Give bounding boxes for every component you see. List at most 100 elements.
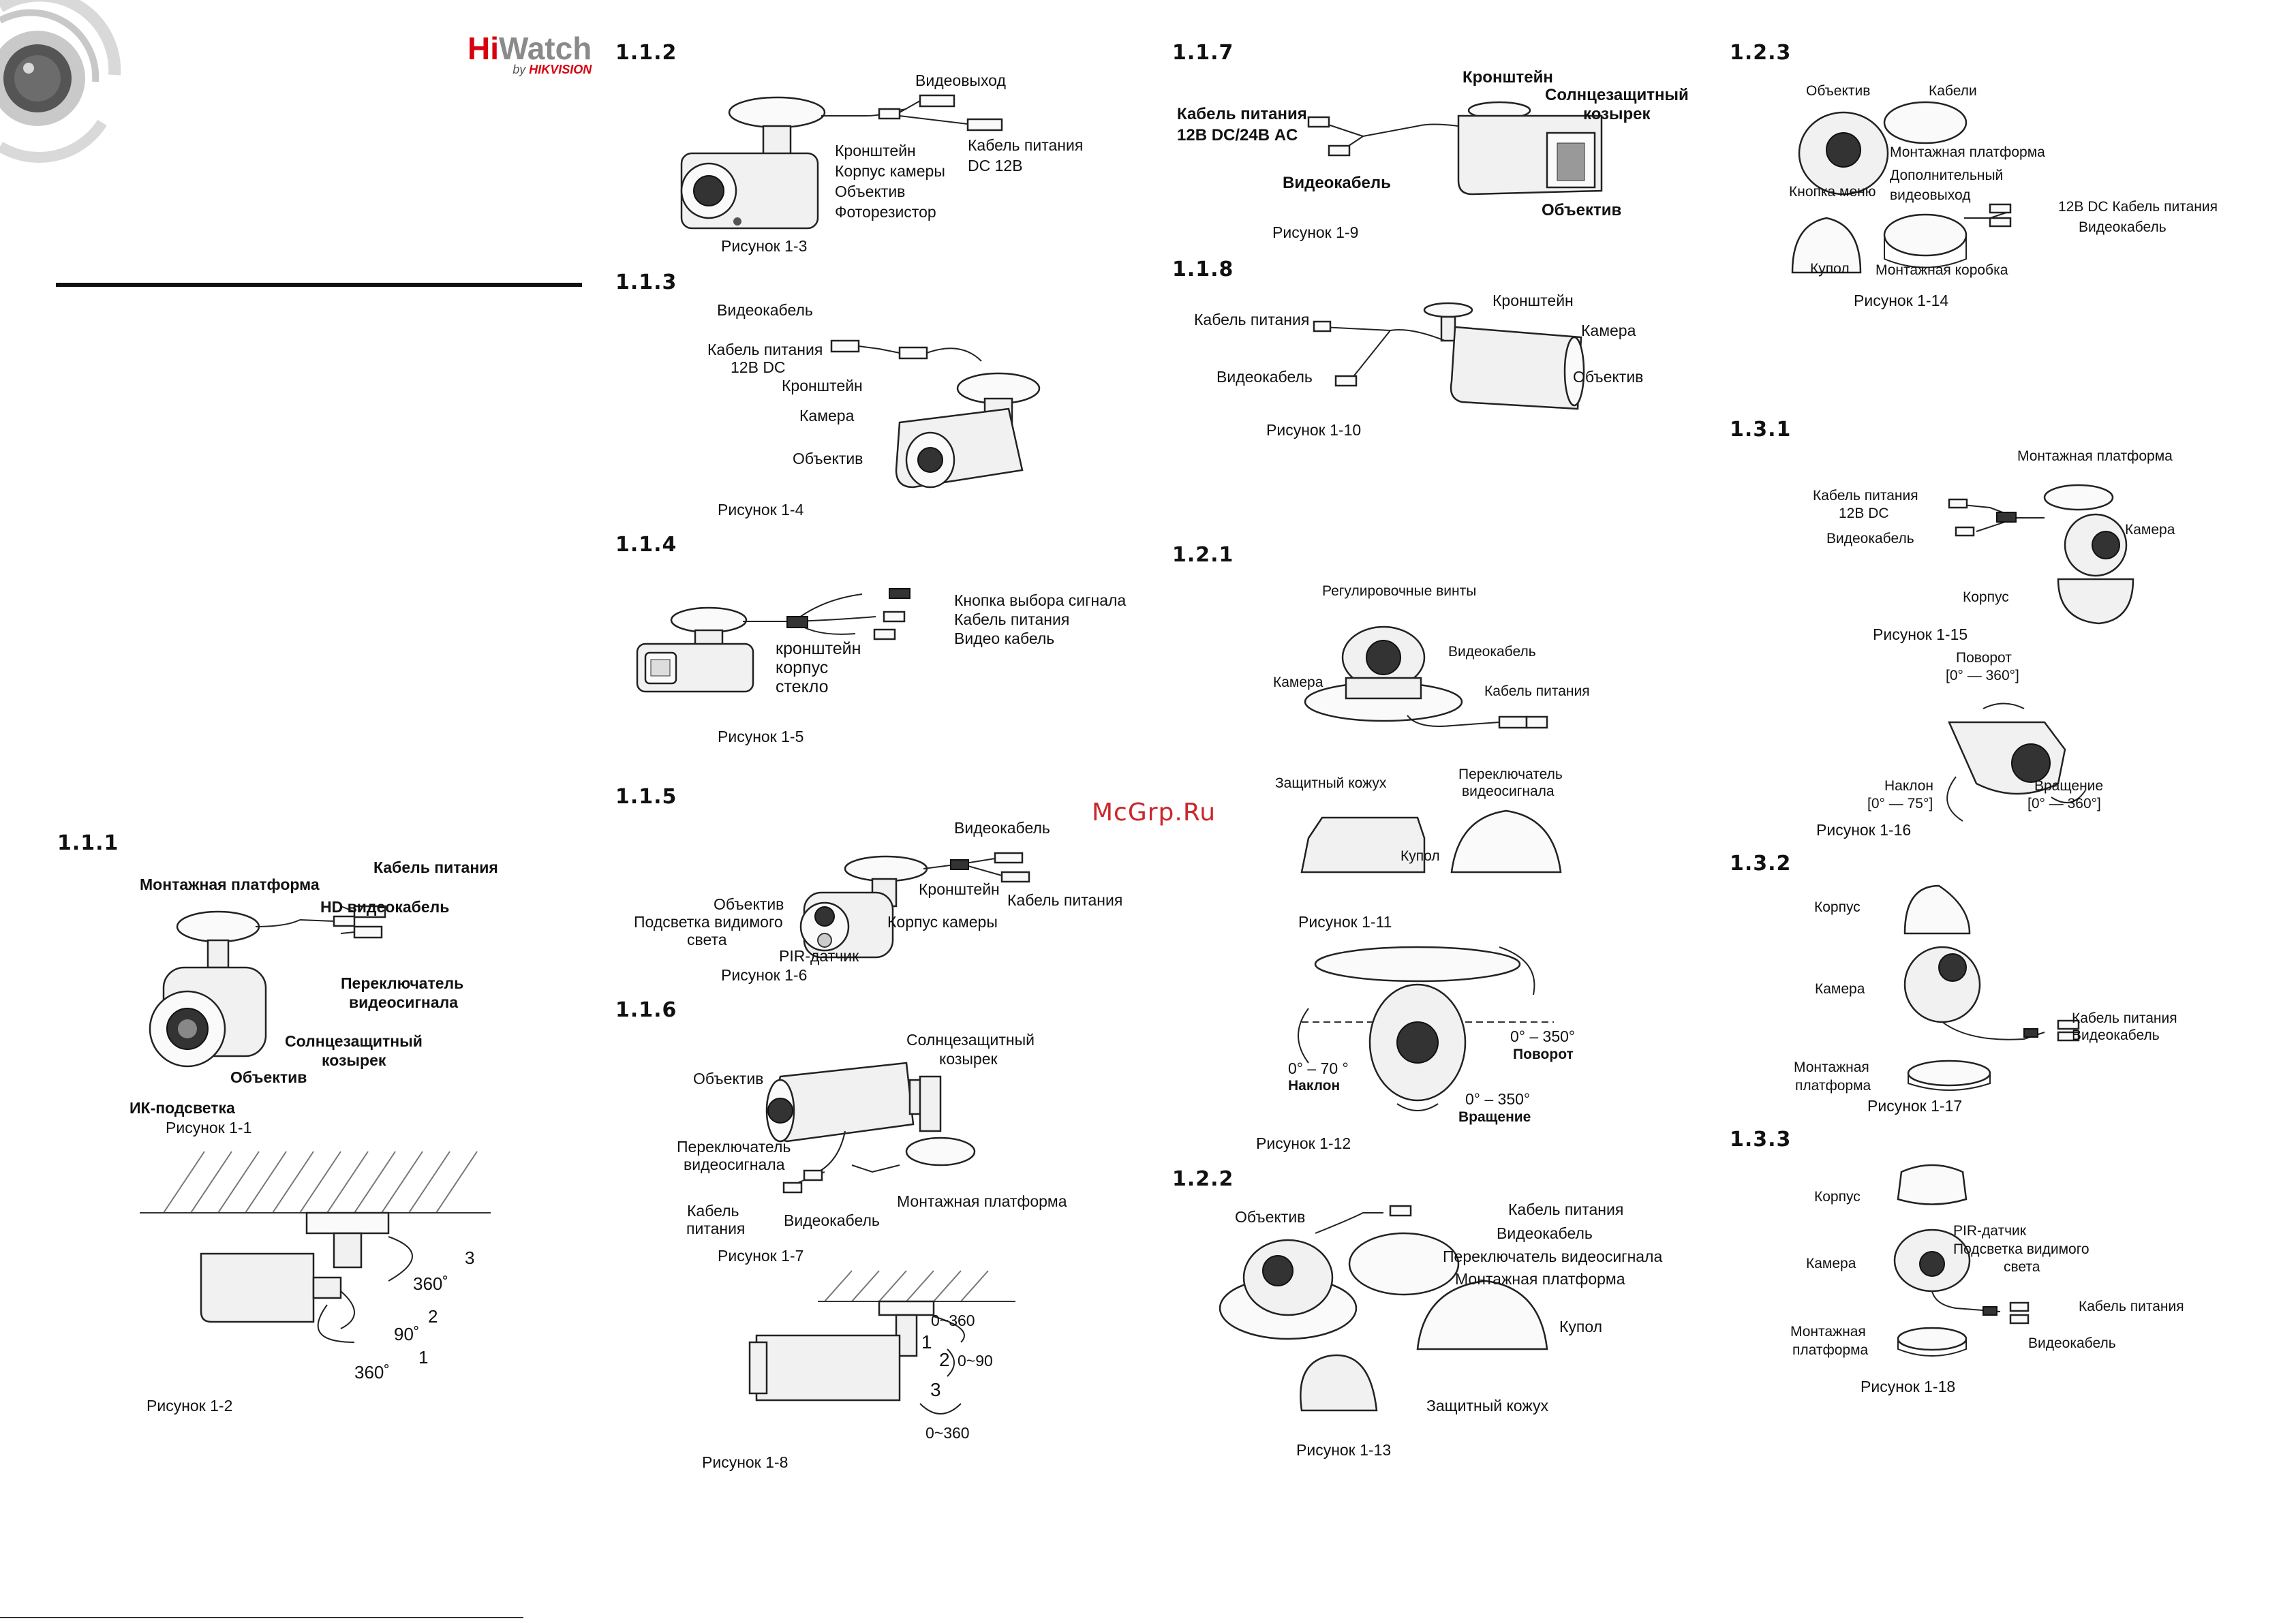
section-1-1-2: 1.1.2 (615, 41, 677, 65)
section-1-2-1: 1.2.1 (1172, 543, 1234, 567)
figure-1-4 (818, 313, 1063, 497)
label-116-lens: Объектив (693, 1070, 764, 1087)
caption-1-6: Рисунок 1-6 (721, 966, 808, 984)
label-123-platform: Монтажная платформа (1890, 144, 2045, 160)
label-111-power: Кабель питания (373, 859, 498, 876)
label-122-lens: Объектив (1235, 1208, 1306, 1226)
label-116-video: Видеокабель (784, 1211, 880, 1229)
label-113-bracket: Кронштейн (782, 377, 863, 395)
label-116-power1: Кабель (687, 1202, 739, 1220)
bottom-rule (0, 1617, 523, 1618)
label-111-visor1: Солнцезащитный (285, 1032, 423, 1050)
label-116-platform: Монтажная платформа (897, 1192, 1067, 1210)
rot-131-pan: Поворот (1956, 650, 2012, 666)
caption-1-8: Рисунок 1-8 (702, 1453, 789, 1471)
caption-1-7: Рисунок 1-7 (718, 1247, 804, 1265)
rot-111-1: 1 (418, 1347, 429, 1367)
label-112-lens: Объектив (835, 183, 906, 200)
rot-121-tilt-range: 0° – 70 ° (1288, 1060, 1349, 1077)
rot-131-rot-range: [0° — 360°] (2027, 796, 2101, 812)
label-132-platform1: Монтажная (1794, 1060, 1869, 1075)
label-131-power2: 12В DC (1839, 506, 1889, 521)
figure-1-17 (1888, 879, 2201, 1104)
watermark: McGrp.Ru (1092, 799, 1216, 826)
label-111-lens: Объектив (230, 1068, 307, 1086)
rot-131-rot: Вращение (2034, 778, 2104, 794)
label-111-switch2: видеосигнала (349, 993, 459, 1011)
label-115-light2: света (687, 931, 727, 948)
rot-116-360a: 0~360 (931, 1312, 975, 1329)
label-115-bracket: Кронштейн (919, 880, 1000, 898)
label-117-lens: Объектив (1542, 201, 1622, 219)
label-131-camera: Камера (2125, 522, 2175, 538)
caption-1-18: Рисунок 1-18 (1861, 1378, 1956, 1395)
brand-watch: Watch (499, 31, 592, 66)
label-111-platform: Монтажная платформа (140, 876, 320, 893)
figure-1-9 (1281, 95, 1608, 211)
rot-111-360a: 360˚ (413, 1273, 449, 1294)
label-131-housing: Корпус (1963, 589, 2009, 605)
label-133-power: Кабель питания (2079, 1299, 2184, 1314)
label-115-light1: Подсветка видимого (634, 913, 783, 931)
label-112-housing: Корпус камеры (835, 162, 945, 180)
label-113-camera: Камера (799, 407, 855, 424)
caption-1-1: Рисунок 1-1 (166, 1119, 252, 1137)
brand-logo: HiWatch by HIKVISION (468, 30, 592, 77)
label-114-housing: корпус (776, 658, 829, 677)
label-114-button: Кнопка выбора сигнала (954, 591, 1127, 609)
label-123-cables: Кабели (1929, 83, 1977, 99)
label-116-switch2: видеосигнала (684, 1156, 785, 1173)
rot-111-2: 2 (428, 1306, 438, 1327)
section-1-1-4: 1.1.4 (615, 533, 677, 557)
label-118-camera: Камера (1581, 322, 1636, 339)
caption-1-12: Рисунок 1-12 (1256, 1134, 1351, 1152)
label-114-power: Кабель питания (954, 610, 1070, 628)
label-116-switch1: Переключатель (677, 1138, 791, 1156)
figure-1-2 (136, 1145, 504, 1390)
section-1-1-3: 1.1.3 (615, 270, 677, 294)
figure-1-1 (136, 886, 504, 1111)
label-118-power: Кабель питания (1194, 311, 1310, 328)
caption-1-9: Рисунок 1-9 (1272, 223, 1359, 241)
label-116-visor1: Солнцезащитный (906, 1031, 1035, 1049)
label-118-lens: Объектив (1573, 368, 1644, 386)
label-123-dome: Купол (1810, 261, 1850, 277)
figure-1-8 (743, 1267, 1029, 1424)
label-132-video: Видеокабель (2072, 1027, 2160, 1043)
header-rule (56, 283, 582, 287)
caption-1-17: Рисунок 1-17 (1867, 1097, 1963, 1115)
caption-1-3: Рисунок 1-3 (721, 237, 808, 255)
rot-121-rot-range: 0° – 350° (1465, 1090, 1531, 1108)
figure-1-16 (1935, 688, 2085, 824)
rot-131-pan-range: [0° — 360°] (1946, 668, 2019, 683)
label-114-bracket: кронштейн (776, 639, 861, 658)
label-121-camera: Камера (1273, 675, 1323, 690)
brand-by: by (512, 63, 526, 76)
figure-1-3 (675, 89, 1056, 245)
label-121-screws: Регулировочные винты (1322, 583, 1477, 599)
label-123-extra1: Дополнительный (1890, 168, 2004, 183)
section-1-1-5: 1.1.5 (615, 785, 677, 809)
label-116-power2: питания (686, 1220, 746, 1237)
label-111-visor2: козырек (322, 1051, 386, 1069)
label-114-video: Видео кабель (954, 630, 1055, 647)
label-112-bracket: Кронштейн (835, 142, 916, 159)
rot-121-pan: Поворот (1513, 1047, 1574, 1062)
label-115-pir: PIR-датчик (779, 947, 859, 965)
section-1-1-7: 1.1.7 (1172, 41, 1234, 65)
label-117-power2: 12В DC/24В AC (1177, 126, 1298, 144)
rot-131-tilt: Наклон (1884, 778, 1934, 794)
label-115-housing: Корпус камеры (887, 913, 998, 931)
label-113-video: Видеокабель (717, 301, 813, 319)
rot-121-pan-range: 0° – 350° (1510, 1027, 1576, 1045)
section-1-1-6: 1.1.6 (615, 998, 677, 1022)
label-132-power: Кабель питания (2072, 1010, 2177, 1026)
label-122-dome: Купол (1559, 1318, 1603, 1335)
label-123-menu: Кнопка меню (1789, 184, 1876, 200)
caption-1-4: Рисунок 1-4 (718, 501, 804, 519)
label-122-platform: Монтажная платформа (1455, 1270, 1625, 1288)
label-118-bracket: Кронштейн (1493, 292, 1574, 309)
figure-1-7 (763, 1049, 988, 1213)
figure-1-12 (1295, 940, 1581, 1124)
label-133-video: Видеокабель (2028, 1335, 2116, 1351)
